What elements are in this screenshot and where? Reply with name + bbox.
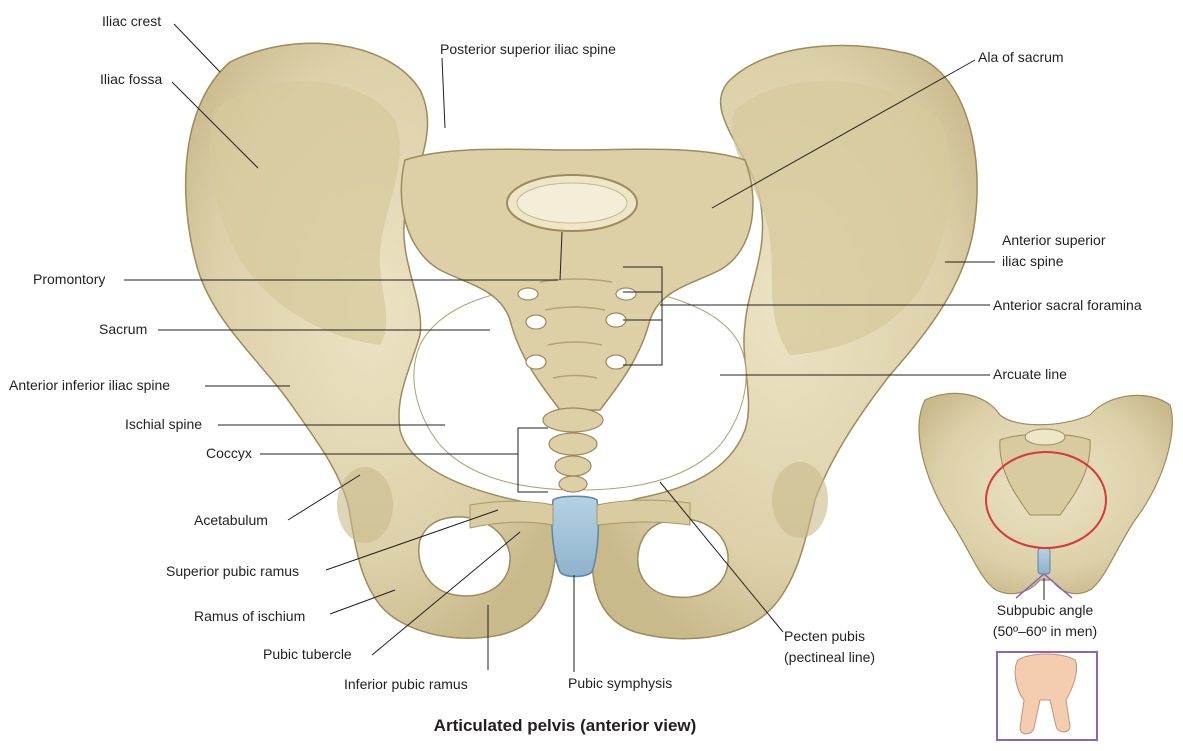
label-iliac-fossa: Iliac fossa xyxy=(100,71,163,87)
main-pelvis xyxy=(184,42,978,640)
inset-sacral-base xyxy=(1024,428,1066,446)
label-superior-pubic-ramus: Superior pubic ramus xyxy=(166,563,300,579)
label-anterior-sacral-foramina: Anterior sacral foramina xyxy=(993,297,1142,313)
inset-pelvis xyxy=(918,392,1173,600)
pubic-symphysis-disc xyxy=(551,495,600,578)
right-iliac-fossa xyxy=(731,81,951,355)
figure-caption: Articulated pelvis (anterior view) xyxy=(433,716,697,735)
label-posterior-superior-iliac-spine: Posterior superior iliac spine xyxy=(440,41,616,57)
label-coccyx: Coccyx xyxy=(206,445,252,461)
label-arcuate-line: Arcuate line xyxy=(993,366,1067,382)
label-anterior-superior-iliac-spine-2: iliac spine xyxy=(1002,253,1064,269)
coccyx-bone xyxy=(542,407,604,493)
sacral-ridges xyxy=(539,278,613,379)
label-anterior-inferior-iliac-spine: Anterior inferior iliac spine xyxy=(9,377,171,393)
left-iliac-fossa xyxy=(209,81,400,345)
label-acetabulum: Acetabulum xyxy=(194,512,268,528)
right-acetabulum xyxy=(772,462,828,538)
right-obturator-foramen xyxy=(636,518,729,599)
subpubic-angle-lines xyxy=(1015,573,1073,599)
label-anterior-superior-iliac-spine-1: Anterior superior xyxy=(1002,232,1106,248)
label-subpubic-angle-1: Subpubic angle xyxy=(996,602,1094,618)
label-pubic-tubercle: Pubic tubercle xyxy=(263,646,352,662)
left-obturator-foramen xyxy=(418,516,511,597)
inset-pubic-symphysis xyxy=(1037,547,1051,575)
hand-illustration xyxy=(996,651,1098,741)
label-promontory: Promontory xyxy=(33,271,106,287)
label-pecten-pubis-2: (pectineal line) xyxy=(784,649,876,665)
label-ischial-spine: Ischial spine xyxy=(125,416,203,432)
hand-shape xyxy=(1014,653,1078,735)
label-pubic-symphysis: Pubic symphysis xyxy=(568,675,673,691)
label-ala-of-sacrum: Ala of sacrum xyxy=(978,49,1064,65)
label-inferior-pubic-ramus: Inferior pubic ramus xyxy=(344,676,468,692)
label-ramus-of-ischium: Ramus of ischium xyxy=(194,608,306,624)
left-acetabulum xyxy=(337,467,393,543)
pubic-rami xyxy=(469,499,691,529)
label-iliac-crest: Iliac crest xyxy=(102,13,162,29)
sacral-foramina xyxy=(517,287,637,370)
label-sacrum: Sacrum xyxy=(99,321,148,337)
leader-lines xyxy=(124,23,995,672)
inset-pelvic-inlet-outline xyxy=(985,451,1107,549)
sacral-base-surface xyxy=(516,182,628,224)
label-pecten-pubis-1: Pecten pubis xyxy=(784,628,865,644)
label-subpubic-angle-2: (50º–60º in men) xyxy=(992,623,1098,639)
